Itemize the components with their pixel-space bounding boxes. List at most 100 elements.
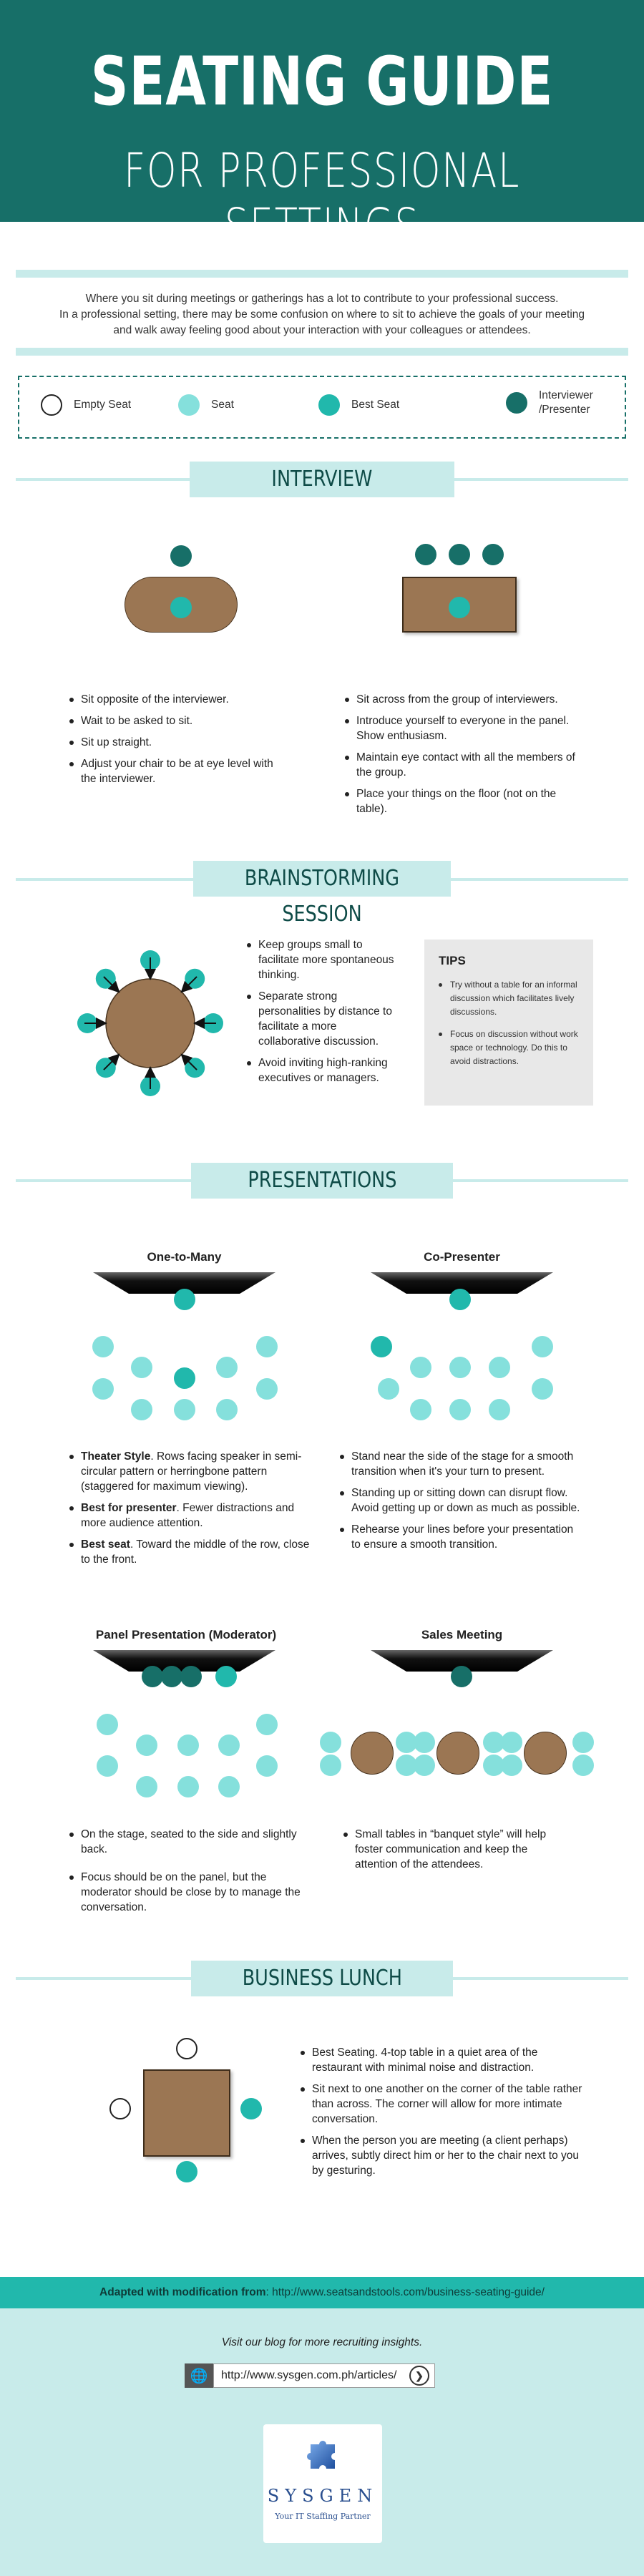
tips-list: Try without a table for an informal disc…: [439, 978, 579, 1068]
puzzle-icon: [307, 2441, 335, 2469]
intro-line: and walk away feeling good about your in…: [113, 324, 531, 336]
audience-seat: [320, 1755, 341, 1776]
logo-name: SYSGEN: [267, 2486, 379, 2506]
header-banner: SEATING GUIDE FOR PROFESSIONAL SETTINGS: [0, 0, 644, 253]
source-bar: Adapted with modification from: http://w…: [0, 2277, 644, 2308]
stage: [93, 1272, 275, 1294]
section-title-interview: INTERVIEW: [190, 462, 454, 497]
panel-title: Panel Presentation (Moderator): [95, 1628, 277, 1641]
sysgen-logo: SYSGEN Your IT Staffing Partner: [263, 2424, 382, 2543]
blog-url-bar[interactable]: 🌐 http://www.sysgen.com.ph/articles/ ❯: [185, 2363, 457, 2388]
interviewer-seat: [449, 544, 470, 565]
best-seat: [174, 1367, 195, 1389]
arrow: [103, 976, 120, 993]
stage: [371, 1272, 553, 1294]
lunch-list: Best Seating. 4-top table in a quiet are…: [301, 2045, 587, 2185]
audience-seat: [256, 1378, 278, 1400]
bullet-bold: Best seat: [81, 1538, 130, 1551]
seat-icon: [178, 394, 200, 416]
audience-seat: [97, 1714, 118, 1735]
empty-seat: [176, 2038, 197, 2059]
interviewer-seat: [482, 544, 504, 565]
legend-label: Seat: [211, 399, 234, 411]
interviewer-icon: [506, 392, 527, 414]
legend-label: Interviewer /Presenter: [539, 389, 593, 417]
legend: Empty Seat Seat Best Seat Interviewer /P…: [18, 376, 626, 439]
one-to-many-title: One-to-Many: [147, 1250, 222, 1264]
list-item: Wait to be asked to sit.: [69, 713, 284, 728]
round-table: [105, 978, 195, 1068]
go-arrow-icon[interactable]: ❯: [409, 2366, 429, 2386]
best-seat: [170, 597, 192, 618]
best-seat: [240, 2098, 262, 2119]
panel-list: On the stage, seated to the side and sli…: [69, 1827, 306, 1921]
interview-left-list: Sit opposite of the interviewer. Wait to…: [69, 692, 284, 793]
legend-label: Empty Seat: [74, 399, 132, 411]
audience-seat: [449, 1357, 471, 1378]
source-link[interactable]: : http://www.seatsandstools.com/business…: [265, 2286, 545, 2298]
list-item: Stand near the side of the stage for a s…: [340, 1449, 583, 1479]
bullet-text: . Toward the middle of the row, close to…: [81, 1538, 310, 1566]
seat-group: [77, 950, 223, 1096]
list-item: Small tables in “banquet style” will hel…: [343, 1827, 572, 1872]
list-item: Separate strong personalities by distanc…: [247, 989, 397, 1049]
audience-seat: [216, 1399, 238, 1420]
banquet-table: [436, 1732, 479, 1775]
audience-seat: [449, 1399, 471, 1420]
brainstorm-diagram: [77, 950, 223, 1096]
list-item: Best Seating. 4-top table in a quiet are…: [301, 2045, 587, 2075]
audience-seat: [216, 1357, 238, 1378]
audience-seat: [136, 1735, 157, 1756]
audience-seat: [320, 1732, 341, 1753]
audience-seat: [410, 1357, 431, 1378]
best-seat: [449, 597, 470, 618]
tip-item: Try without a table for an informal disc…: [439, 978, 579, 1019]
empty-seat: [109, 2098, 131, 2119]
globe-icon: 🌐: [185, 2363, 213, 2388]
bullet-bold: Best for presenter: [81, 1502, 177, 1514]
audience-seat: [131, 1357, 152, 1378]
audience-seat: [501, 1732, 522, 1753]
audience-seat: [414, 1732, 435, 1753]
legend-best-seat: Best Seat: [318, 394, 399, 416]
best-seat: [371, 1336, 392, 1357]
best-seat: [176, 2161, 197, 2182]
tip-item: Focus on discussion without work space o…: [439, 1028, 579, 1068]
panelist-seat: [161, 1666, 182, 1687]
audience-seat: [97, 1755, 118, 1777]
panelist-seat: [180, 1666, 202, 1687]
panelist-seat: [142, 1666, 163, 1687]
list-item: Standing up or sitting down can disrupt …: [340, 1485, 583, 1516]
audience-seat: [256, 1755, 278, 1777]
audience-seat: [378, 1378, 399, 1400]
divider-band: [16, 270, 628, 278]
audience-seat: [177, 1735, 199, 1756]
section-title-text: INTERVIEW: [271, 467, 373, 492]
presenter-seat: [449, 1289, 471, 1310]
divider-band: [16, 348, 628, 356]
banquet-table: [524, 1732, 567, 1775]
bullet-text: . Rows facing speaker in semi-circular p…: [81, 1450, 302, 1493]
audience-seat: [414, 1755, 435, 1776]
section-title-text: BUSINESS LUNCH: [242, 1966, 402, 1991]
legend-label: Best Seat: [351, 399, 400, 411]
list-item: Best seat. Toward the middle of the row,…: [69, 1537, 313, 1567]
list-item: Sit opposite of the interviewer.: [69, 692, 284, 707]
audience-seat: [256, 1336, 278, 1357]
audience-seat: [92, 1336, 114, 1357]
brainstorm-list: Keep groups small to facilitate more spo…: [247, 937, 397, 1092]
audience-seat: [532, 1336, 553, 1357]
list-item: Introduce yourself to everyone in the pa…: [345, 713, 577, 743]
interviewer-seat: [415, 544, 436, 565]
arrow: [103, 1053, 120, 1070]
list-item: When the person you are meeting (a clien…: [301, 2133, 587, 2178]
list-item: On the stage, seated to the side and sli…: [69, 1827, 306, 1857]
arrow: [180, 976, 197, 993]
list-item: Avoid inviting high-ranking executives o…: [247, 1055, 397, 1085]
list-item: Sit up straight.: [69, 735, 284, 750]
blog-url[interactable]: http://www.sysgen.com.ph/articles/: [213, 2363, 435, 2388]
list-item: Focus should be on the panel, but the mo…: [69, 1870, 306, 1915]
audience-seat: [177, 1776, 199, 1797]
page-title: SEATING GUIDE: [90, 43, 554, 121]
audience-seat: [136, 1776, 157, 1797]
